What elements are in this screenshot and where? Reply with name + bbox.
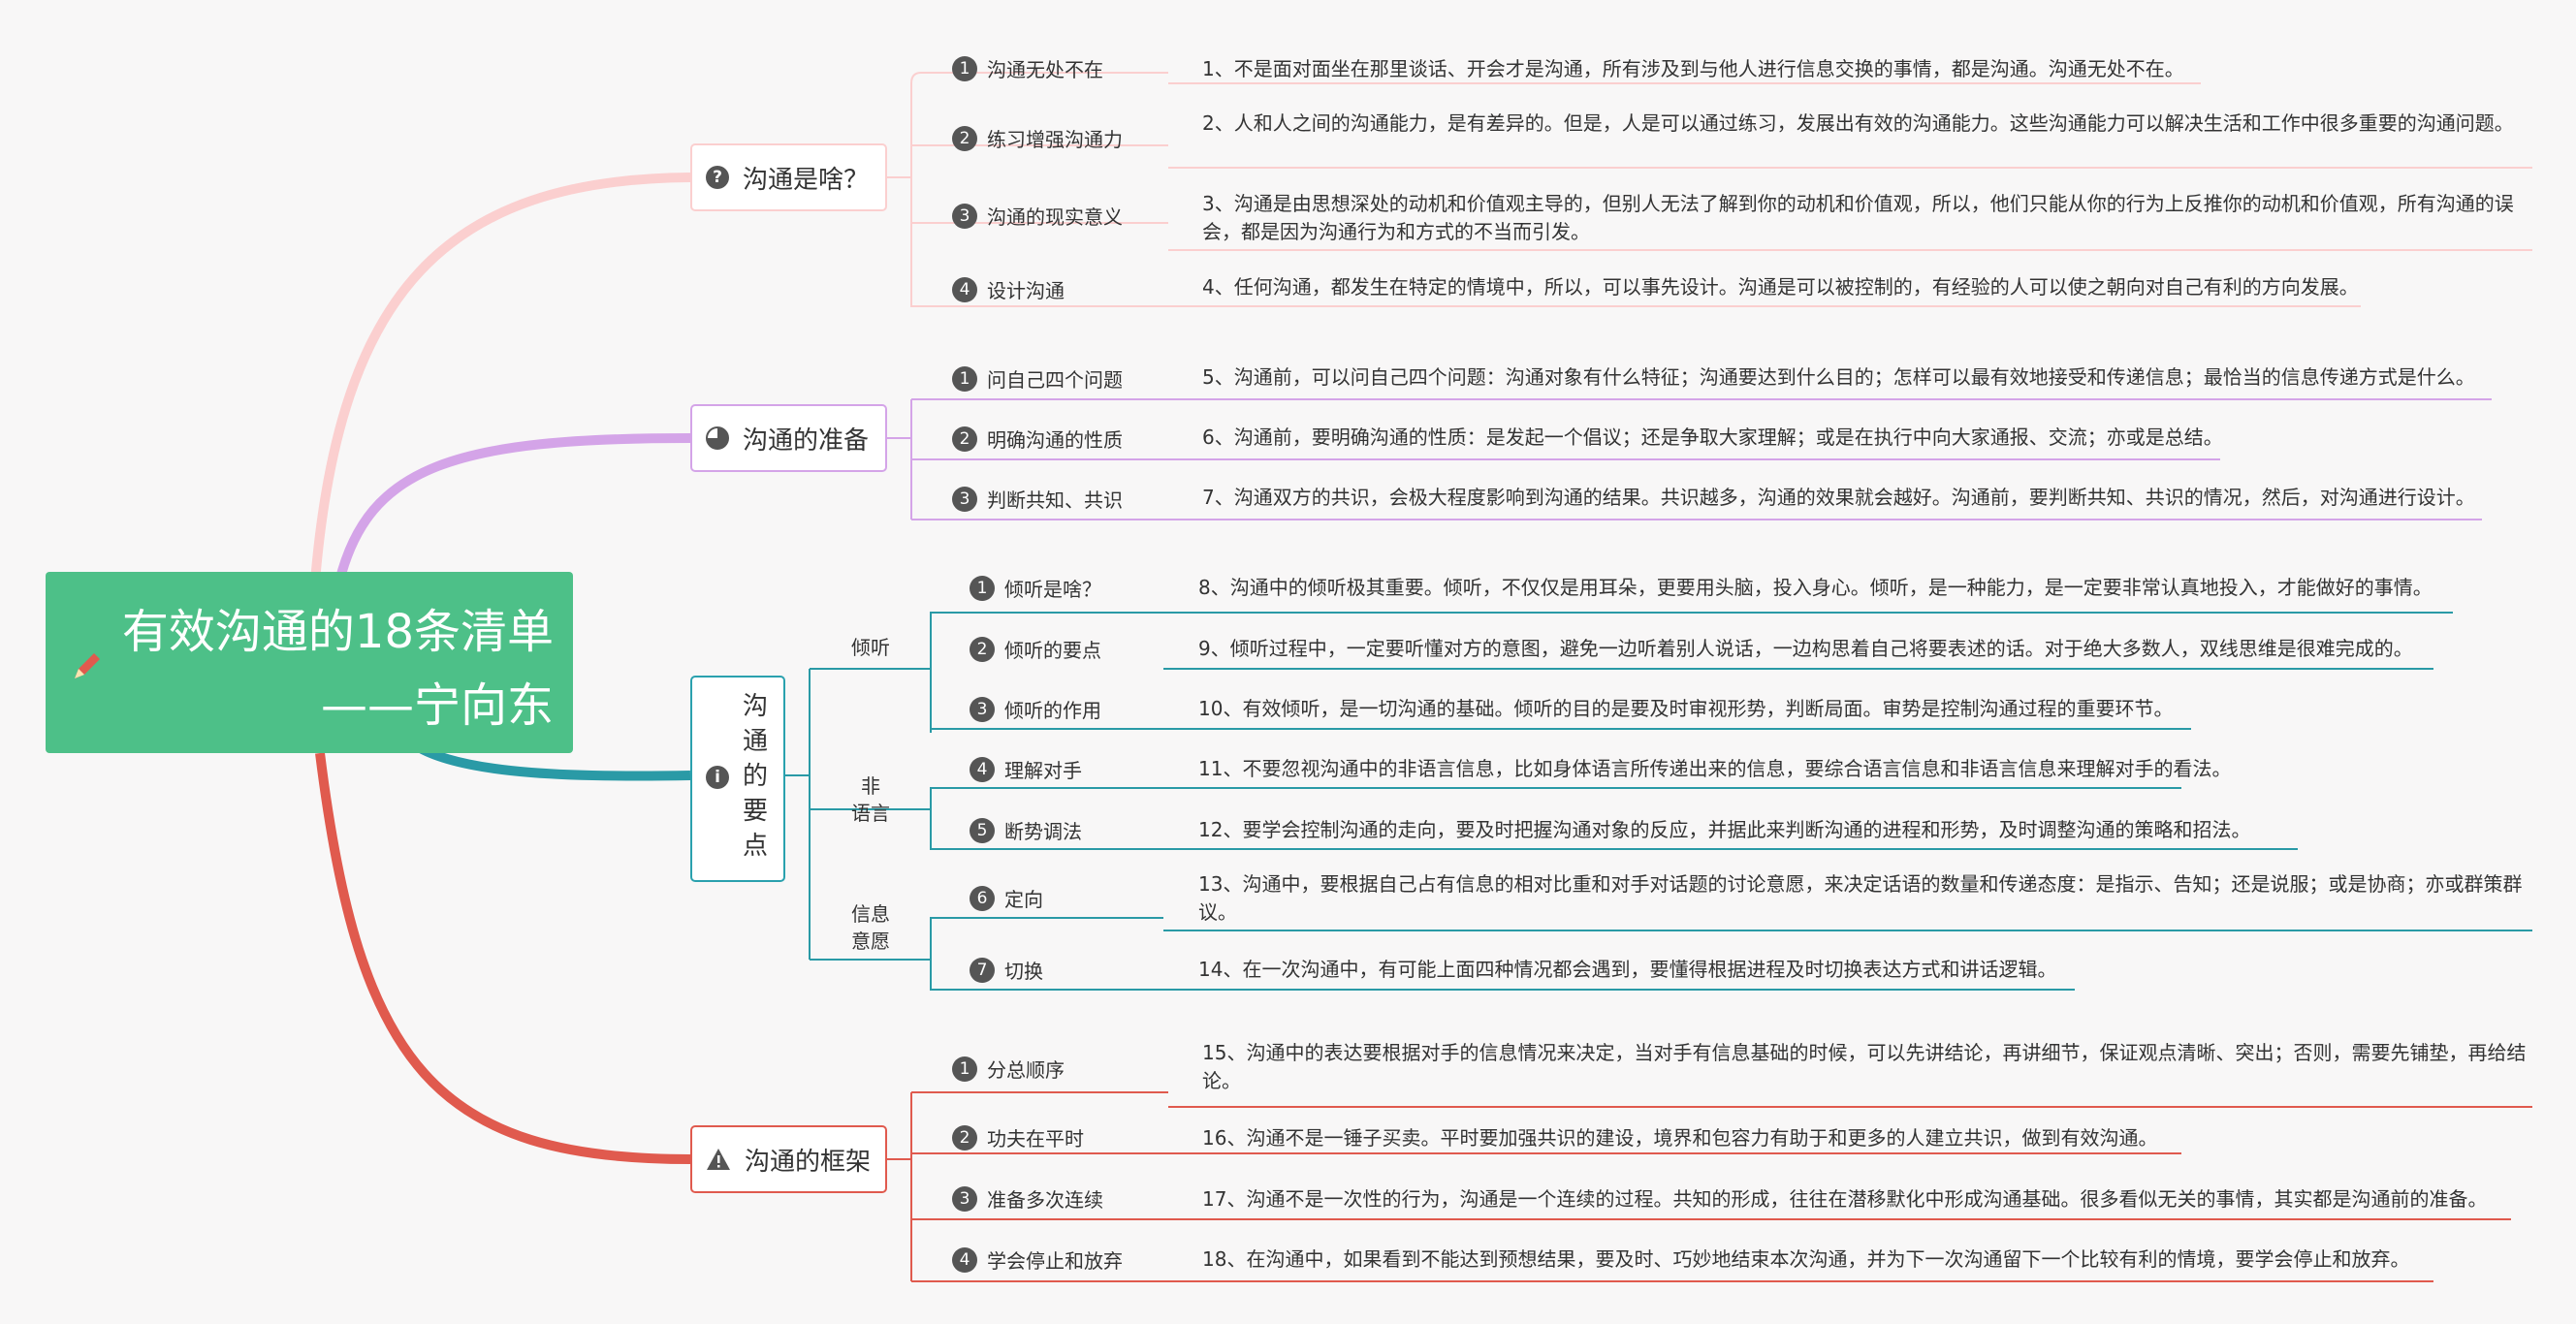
- topic-prep-label: 沟通的准备: [743, 426, 870, 456]
- number-badge: 3: [952, 203, 977, 229]
- topic-frame[interactable]: 沟通的框架: [690, 1125, 887, 1193]
- group-listening[interactable]: 倾听: [851, 636, 890, 659]
- note-15[interactable]: 15、沟通中的表达要根据对手的信息情况来决定，当对手有信息基础的时候，可以先讲结…: [1202, 1041, 2527, 1092]
- warning-icon: [706, 1148, 731, 1171]
- number-badge: 3: [970, 696, 995, 722]
- number-badge: 3: [952, 486, 977, 512]
- topic-points-label: 沟通的要点: [742, 692, 768, 861]
- number-badge: 4: [970, 756, 995, 782]
- note-2[interactable]: 2、人和人之间的沟通能力，是有差异的。但是，人是可以通过练习，发展出有效的沟通能…: [1202, 111, 2514, 135]
- note-12[interactable]: 12、要学会控制沟通的走向，要及时把握沟通对象的反应，并据此来判断沟通的进程和形…: [1198, 818, 2251, 841]
- number-badge: 2: [952, 125, 977, 151]
- number-badge: 5: [970, 817, 995, 843]
- topic1-connectors: [887, 72, 2532, 307]
- branch-frame: [315, 752, 691, 1164]
- number-badge: 2: [952, 1124, 977, 1151]
- number-badge: 1: [970, 575, 995, 601]
- note-3[interactable]: 3、沟通是由思想深处的动机和价值观主导的，但别人无法了解到你的动机和价值观，所以…: [1202, 192, 2514, 243]
- note-14[interactable]: 14、在一次沟通中，有可能上面四种情况都会遇到，要懂得根据进程及时切换表达方式和…: [1198, 958, 2057, 981]
- note-1[interactable]: 1、不是面对面坐在那里谈话、开会才是沟通，所有涉及到与他人进行信息交换的事情，都…: [1202, 57, 2184, 80]
- root-title-line1: 有效沟通的18条清单: [121, 605, 554, 659]
- question-icon: ?: [706, 166, 729, 189]
- group-nonverbal[interactable]: 非 语言: [851, 774, 890, 825]
- number-badge: 2: [952, 426, 977, 452]
- info-icon: i: [706, 766, 729, 789]
- topic-what[interactable]: ? 沟通是啥？: [690, 143, 887, 211]
- note-4[interactable]: 4、任何沟通，都发生在特定的情境中，所以，可以事先设计。沟通是可以被控制的，有经…: [1202, 275, 2359, 299]
- pie-icon: [706, 426, 729, 450]
- topic3-connectors: [785, 612, 2532, 991]
- branch-points: [414, 741, 691, 781]
- note-9[interactable]: 9、倾听过程中，一定要听懂对方的意图，避免一边听着别人说话，一边构思着自己将要表…: [1198, 637, 2413, 660]
- note-18[interactable]: 18、在沟通中，如果看到不能达到预想结果，要及时、巧妙地结束本次沟通，并为下一次…: [1202, 1247, 2410, 1271]
- root-topic[interactable]: 有效沟通的18条清单 ——宁向东: [46, 572, 573, 753]
- note-6[interactable]: 6、沟通前，要明确沟通的性质：是发起一个倡议；还是争取大家理解；或是在执行中向大…: [1202, 426, 2223, 449]
- number-badge: 2: [970, 636, 995, 662]
- note-7[interactable]: 7、沟通双方的共识，会极大程度影响到沟通的结果。共识越多，沟通的效果就会越好。沟…: [1202, 486, 2475, 509]
- note-8[interactable]: 8、沟通中的倾听极其重要。倾听，不仅仅是用耳朵，更要用头脑，投入身心。倾听，是一…: [1198, 576, 2433, 599]
- topic-points[interactable]: i 沟通的要点: [690, 676, 785, 882]
- group-info-will[interactable]: 信息 意愿: [851, 902, 890, 953]
- note-17[interactable]: 17、沟通不是一次性的行为，沟通是一个连续的过程。共知的形成，往往在潜移默化中形…: [1202, 1187, 2488, 1211]
- note-13[interactable]: 13、沟通中，要根据自己占有信息的相对比重和对手对话题的讨论意愿，来决定话语的数…: [1198, 872, 2523, 924]
- topic-what-label: 沟通是啥？: [743, 165, 870, 195]
- number-badge: 3: [952, 1185, 977, 1212]
- number-badge: 4: [952, 276, 977, 302]
- branch-what: [310, 173, 691, 583]
- note-16[interactable]: 16、沟通不是一锤子买卖。平时要加强共识的建设，境界和包容力有助于和更多的人建立…: [1202, 1126, 2158, 1150]
- note-10[interactable]: 10、有效倾听，是一切沟通的基础。倾听的目的是要及时审视形势，判断局面。审势是控…: [1198, 697, 2174, 720]
- number-badge: 1: [952, 365, 977, 392]
- topic2-connectors: [887, 398, 2492, 520]
- topic4-connectors: [887, 1091, 2532, 1282]
- number-badge: 1: [952, 55, 977, 81]
- branch-prep: [334, 433, 691, 583]
- topic-frame-label: 沟通的框架: [745, 1147, 872, 1177]
- pencil-icon: [75, 653, 100, 678]
- topic-prep[interactable]: 沟通的准备: [690, 404, 887, 472]
- number-badge: 6: [970, 885, 995, 911]
- note-5[interactable]: 5、沟通前，可以问自己四个问题：沟通对象有什么特征；沟通要达到什么目的；怎样可以…: [1202, 365, 2475, 389]
- root-title-line2: ——宁向东: [320, 678, 554, 733]
- number-badge: 7: [970, 957, 995, 983]
- note-11[interactable]: 11、不要忽视沟通中的非语言信息，比如身体语言所传递出来的信息，要综合语言信息和…: [1198, 757, 2232, 780]
- number-badge: 1: [952, 1056, 977, 1082]
- number-badge: 4: [952, 1246, 977, 1273]
